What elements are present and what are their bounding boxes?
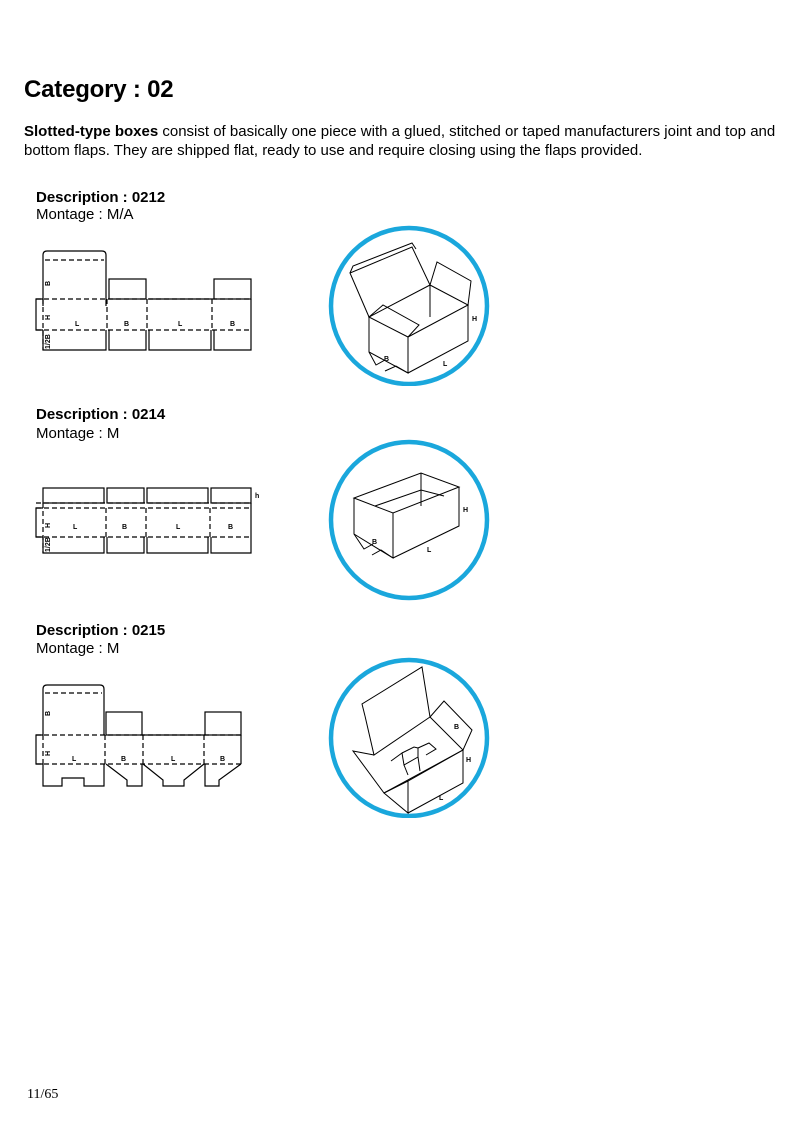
flat-label-half-b: 1/2B xyxy=(45,537,52,552)
intro-bold-lead: Slotted-type boxes xyxy=(24,123,159,140)
flat-label-b2: B xyxy=(228,524,233,531)
iso-label-b: B xyxy=(454,724,459,731)
page-title: Category : 02 xyxy=(24,76,174,103)
flat-label-h: H xyxy=(45,315,52,320)
flat-label-l1: L xyxy=(72,756,77,763)
montage-label: Montage : M xyxy=(36,640,120,657)
accent-circle xyxy=(328,439,490,601)
accent-circle xyxy=(328,225,490,386)
flat-template-diagram-0212: B H L B L B 1/2B xyxy=(35,250,252,351)
flat-label-h-small: h xyxy=(255,493,259,500)
description-label: Description : 0215 xyxy=(36,622,166,639)
montage-label: Montage : M xyxy=(36,425,120,442)
flat-label-h: H xyxy=(45,751,52,756)
flat-label-l2: L xyxy=(171,756,176,763)
description-label: Description : 0212 xyxy=(36,189,166,206)
description-label: Description : 0214 xyxy=(36,406,166,423)
flat-label-b1: B xyxy=(124,321,129,328)
page-number: 11/65 xyxy=(27,1087,59,1102)
flat-label-b1: B xyxy=(121,756,126,763)
flat-label-l1: L xyxy=(73,524,78,531)
flat-label-l2: L xyxy=(176,524,181,531)
iso-label-l: L xyxy=(443,361,448,368)
flat-template-diagram-0214: H L B L B 1/2B h xyxy=(35,487,259,554)
flat-label-b2: B xyxy=(230,321,235,328)
flat-label-h: H xyxy=(45,523,52,528)
iso-label-h: H xyxy=(472,316,477,323)
intro-paragraph: Slotted-type boxes consist of basically … xyxy=(24,122,784,160)
flat-label-b2: B xyxy=(220,756,225,763)
iso-label-h: H xyxy=(466,757,471,764)
iso-label-b: B xyxy=(384,356,389,363)
isometric-box-illustration-0214: H B L xyxy=(328,439,490,601)
flat-label-b-top: B xyxy=(45,711,52,716)
flat-label-l2: L xyxy=(178,321,183,328)
flat-label-l1: L xyxy=(75,321,80,328)
iso-label-b: B xyxy=(372,539,377,546)
flat-label-b1: B xyxy=(122,524,127,531)
montage-label: Montage : M/A xyxy=(36,206,134,223)
isometric-box-illustration-0212: H B L xyxy=(328,225,490,386)
isometric-box-illustration-0215: B H L xyxy=(328,657,490,818)
flat-label-b-top: B xyxy=(45,281,52,286)
flat-template-diagram-0215: B H L B L B xyxy=(35,684,242,787)
flat-label-half-b: 1/2B xyxy=(45,334,52,349)
iso-label-l: L xyxy=(439,795,444,802)
iso-label-l: L xyxy=(427,547,432,554)
iso-label-h: H xyxy=(463,507,468,514)
accent-circle xyxy=(328,657,490,818)
intro-text: consist of basically one piece with a gl… xyxy=(24,123,776,159)
